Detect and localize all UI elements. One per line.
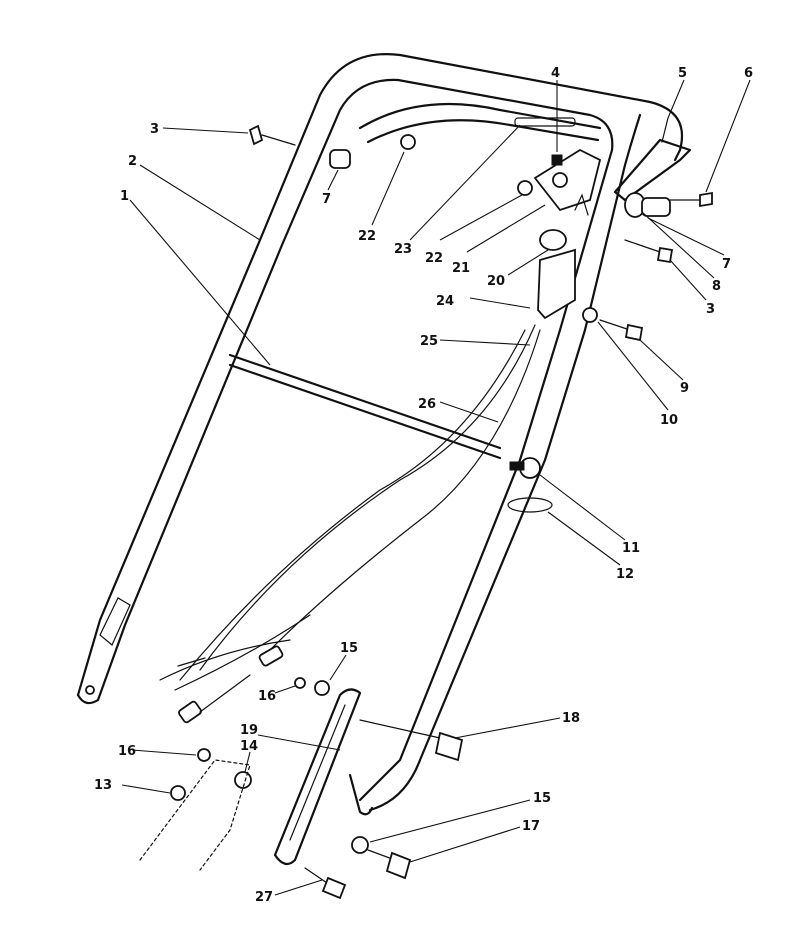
callout-24: 24 (436, 294, 454, 309)
hardware (139, 124, 713, 900)
cable-fittings (177, 645, 284, 724)
callout-11: 11 (622, 541, 640, 556)
control-bracket (533, 148, 602, 320)
callout-8: 8 (712, 279, 721, 294)
callout-15-upper: 15 (340, 641, 358, 656)
callout-3-left: 3 (150, 122, 159, 137)
callout-labels: 1 2 3 3 4 5 6 7 7 8 9 10 11 12 13 14 15 … (94, 66, 753, 905)
callout-26: 26 (418, 397, 436, 412)
callout-19: 19 (240, 723, 258, 738)
callout-21: 21 (452, 261, 470, 276)
callout-9: 9 (680, 381, 689, 396)
callout-14: 14 (240, 739, 258, 754)
callout-7-left: 7 (322, 192, 331, 207)
callout-10: 10 (660, 413, 678, 428)
callout-1: 1 (120, 189, 129, 204)
callout-4: 4 (551, 66, 560, 81)
callout-2: 2 (128, 154, 137, 169)
callout-18: 18 (562, 711, 580, 726)
handle-frame (76, 53, 692, 816)
control-cable (159, 324, 541, 691)
callout-27: 27 (255, 890, 273, 905)
callout-20: 20 (487, 274, 505, 289)
callout-13: 13 (94, 778, 112, 793)
callout-17: 17 (522, 819, 540, 834)
callout-7-right: 7 (722, 257, 731, 272)
callout-5: 5 (678, 66, 687, 81)
callout-22-right: 22 (425, 251, 443, 266)
callout-22-left: 22 (358, 229, 376, 244)
callout-3-right: 3 (706, 302, 715, 317)
callout-16-lower: 16 (118, 744, 136, 759)
callout-6: 6 (744, 66, 753, 81)
callout-23: 23 (394, 242, 412, 257)
callout-15-lower: 15 (533, 791, 551, 806)
cross-bar (228, 353, 502, 460)
callout-16-upper: 16 (258, 689, 276, 704)
callout-25: 25 (420, 334, 438, 349)
callout-12: 12 (616, 567, 634, 582)
leader-lines (121, 79, 751, 896)
